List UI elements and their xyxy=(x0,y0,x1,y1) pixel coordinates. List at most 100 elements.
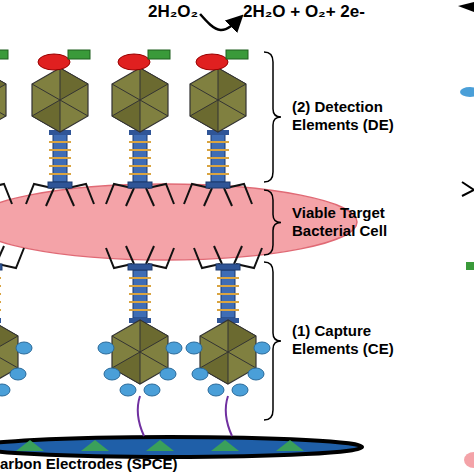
antibody xyxy=(186,342,202,354)
antibody xyxy=(144,384,160,396)
baseplate xyxy=(216,264,240,270)
bracket xyxy=(264,52,281,182)
reaction-term: 2H₂O₂ xyxy=(148,2,198,22)
head-edge xyxy=(112,336,168,368)
head-facet xyxy=(218,68,246,100)
legend-fragment xyxy=(466,262,474,270)
tail-fiber xyxy=(0,184,12,204)
reaction-text: 2H₂O + O₂+ 2e- xyxy=(243,2,365,22)
tail-ring xyxy=(129,285,151,287)
part-label: (2) Detection Elements (DE) xyxy=(292,98,412,134)
tail-ring xyxy=(217,285,239,287)
legend-fragment xyxy=(464,452,474,468)
phage xyxy=(0,246,32,436)
part-label: arbon Electrodes (SPCE) xyxy=(0,455,178,473)
linker xyxy=(138,396,144,436)
tail-ring xyxy=(0,301,1,303)
phage xyxy=(184,50,252,206)
head-edge xyxy=(0,336,18,368)
head-edge xyxy=(0,84,6,116)
tail-ring xyxy=(49,157,71,159)
head-facet xyxy=(112,100,140,132)
legend-fragment xyxy=(460,87,474,97)
head-facet xyxy=(190,100,218,132)
tail-ring xyxy=(0,285,1,287)
reaction-term: 2H₂O + O₂+ 2e- xyxy=(243,2,365,22)
tail-ring xyxy=(0,309,1,311)
tail-ring xyxy=(217,301,239,303)
antibody xyxy=(160,368,176,380)
tail-fiber xyxy=(146,188,154,206)
tail-ring xyxy=(49,173,71,175)
tail-ring xyxy=(207,173,229,175)
tail-ring xyxy=(129,301,151,303)
head-edge xyxy=(190,84,246,116)
phage-head xyxy=(0,68,6,132)
baseplate xyxy=(128,182,152,188)
phage-head xyxy=(32,68,88,132)
phage xyxy=(186,246,270,436)
electrode xyxy=(0,437,362,457)
tail-fiber xyxy=(234,246,242,264)
tail-fiber xyxy=(146,246,154,264)
tail-ring xyxy=(207,149,229,151)
tail-ring xyxy=(129,165,151,167)
enzyme-label xyxy=(196,54,228,70)
tail-fiber xyxy=(224,188,232,206)
antibody xyxy=(232,384,248,396)
baseplate xyxy=(206,182,230,188)
antibody xyxy=(120,384,136,396)
tail-ring xyxy=(49,141,71,143)
electrode-particle xyxy=(16,440,44,451)
electrode-particle xyxy=(211,440,239,451)
part-label: Viable Target Bacterial Cell xyxy=(292,204,412,240)
tail-fiber xyxy=(46,188,54,206)
enzyme-label xyxy=(118,54,150,70)
head-facet xyxy=(0,68,6,100)
electrode-particle xyxy=(81,440,109,451)
tail-ring xyxy=(207,165,229,167)
antibody xyxy=(248,368,264,380)
bracket xyxy=(264,190,281,255)
tail-ring xyxy=(129,309,151,311)
tail-ring xyxy=(217,293,239,295)
legend-fragment xyxy=(462,182,474,196)
tail-ring xyxy=(0,293,1,295)
tail-ring xyxy=(129,293,151,295)
tail-ring xyxy=(129,277,151,279)
antibody xyxy=(16,342,32,354)
phage xyxy=(0,50,12,206)
bracket xyxy=(264,262,281,420)
enzyme-tag xyxy=(68,50,90,59)
tail-ring xyxy=(129,157,151,159)
tail-ring xyxy=(207,157,229,159)
tail-fiber xyxy=(214,246,222,264)
tail-ring xyxy=(129,141,151,143)
tail-ring xyxy=(129,173,151,175)
tail-ring xyxy=(217,277,239,279)
tail-ring xyxy=(49,165,71,167)
antibody xyxy=(254,342,270,354)
head-edge xyxy=(32,84,88,116)
phage xyxy=(106,50,174,206)
legend-fragment xyxy=(458,2,474,12)
baseplate xyxy=(128,264,152,270)
phage xyxy=(98,246,182,436)
enzyme-label xyxy=(38,54,70,70)
antibody xyxy=(98,342,114,354)
enzyme-tag xyxy=(226,50,248,59)
antibody xyxy=(166,342,182,354)
phage-head xyxy=(190,68,246,132)
antibody xyxy=(10,368,26,380)
tail-ring xyxy=(129,149,151,151)
head-edge xyxy=(200,336,256,368)
tail-ring xyxy=(49,149,71,151)
enzyme-tag xyxy=(148,50,170,59)
tail-fiber xyxy=(0,248,24,268)
antibody xyxy=(104,368,120,380)
electrode-particle xyxy=(276,440,304,451)
reaction-text: 2H₂O₂ xyxy=(148,2,198,22)
